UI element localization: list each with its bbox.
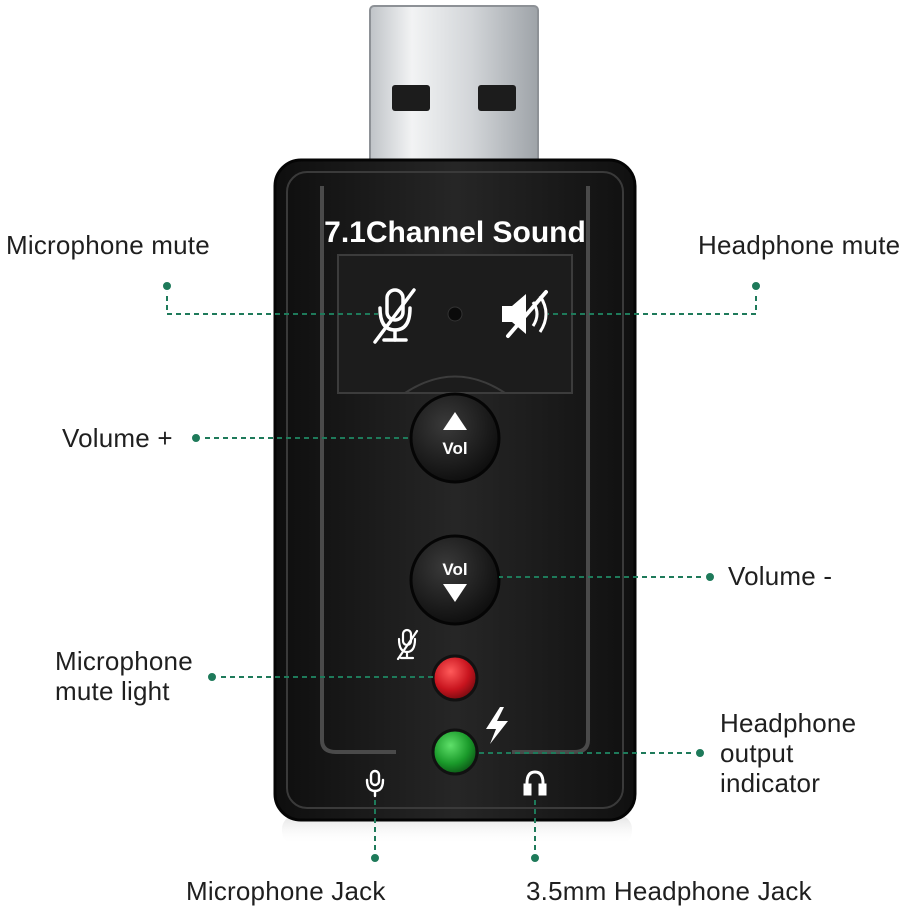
mic-mute-light-line-2: mute light — [55, 676, 170, 706]
volume-down-label: Vol — [442, 560, 467, 579]
floor-reflection — [282, 815, 632, 845]
volume-down-callout: Volume - — [728, 561, 833, 591]
volume-up-label: Vol — [442, 439, 467, 458]
status-dot — [447, 306, 463, 322]
headphone-output-led — [431, 728, 479, 776]
mic-mute-led — [431, 654, 479, 702]
volume-down-button[interactable]: Vol — [409, 534, 501, 626]
usb-slot-left — [392, 85, 430, 111]
mic-muted-icon[interactable] — [373, 288, 416, 344]
microphone-jack-label: Microphone Jack — [186, 876, 386, 906]
mute-panel — [337, 254, 573, 394]
volume-up-button[interactable]: Vol — [409, 392, 501, 484]
usb-slot-right — [478, 85, 516, 111]
arrow-up-icon — [443, 412, 467, 430]
headphone-output-indicator-label: Headphone output indicator — [720, 708, 856, 798]
headphone-output-line-3: indicator — [720, 768, 821, 798]
speaker-muted-icon[interactable] — [502, 290, 548, 338]
leader-dots — [161, 280, 762, 864]
microphone-mute-label: Microphone mute — [6, 230, 210, 260]
mic-muted-marker-icon — [396, 628, 419, 661]
headphone-output-line-2: output — [720, 738, 794, 768]
microphone-icon — [365, 769, 385, 798]
usb-connector — [369, 5, 539, 183]
mic-mute-light-label: Microphone mute light — [55, 646, 193, 706]
sound-card-body — [273, 158, 637, 822]
lightning-icon — [486, 707, 508, 744]
headphone-mute-label: Headphone mute — [698, 230, 901, 260]
headphone-jack-label: 3.5mm Headphone Jack — [526, 876, 812, 906]
device-title: 7.1Channel Sound — [324, 216, 586, 249]
headphone-icon — [523, 770, 547, 796]
arrow-down-icon — [443, 584, 467, 602]
headphone-output-line-1: Headphone — [720, 708, 857, 738]
volume-up-callout: Volume + — [62, 423, 173, 453]
leader-lines — [166, 287, 757, 857]
mic-mute-light-line-1: Microphone — [55, 646, 193, 676]
